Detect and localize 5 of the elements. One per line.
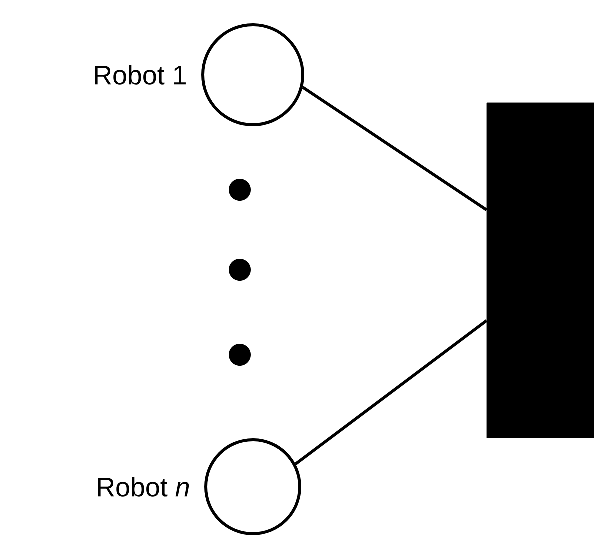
node-label: Robot 1 [95, 65, 186, 85]
connector-line [294, 320, 488, 466]
node-label: Robot n [98, 477, 190, 497]
block [486, 102, 594, 438]
connector-line [302, 86, 488, 212]
